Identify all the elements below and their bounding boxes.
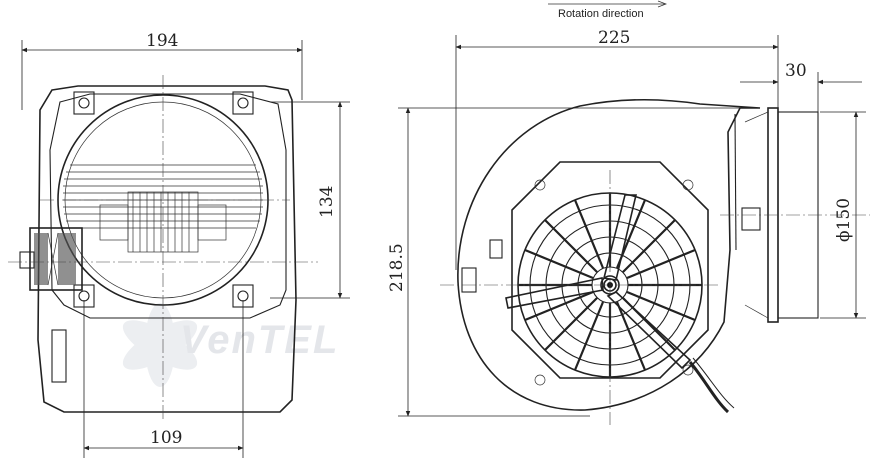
side-lug-right bbox=[741, 207, 761, 231]
front-housing-outline bbox=[37, 85, 297, 413]
front-side-slot bbox=[51, 329, 67, 383]
watermark-text: VenTEL bbox=[180, 318, 339, 362]
screw-hole-top-left bbox=[78, 97, 90, 109]
side-scroll-housing bbox=[457, 98, 761, 411]
front-view bbox=[8, 75, 318, 420]
watermark-logo: VenTEL bbox=[122, 303, 339, 387]
corner-boss-top-left bbox=[73, 91, 95, 115]
screw-hole-bottom-right bbox=[237, 290, 249, 302]
screw-hole-top-right bbox=[237, 97, 249, 109]
side-screw-3 bbox=[534, 374, 546, 386]
corner-boss-top-right bbox=[232, 91, 254, 115]
side-view bbox=[440, 98, 870, 425]
side-lug-left bbox=[461, 267, 477, 293]
dim-front-height: 134 bbox=[317, 186, 337, 218]
dim-side-height: 218.5 bbox=[387, 243, 407, 292]
arrow-right-head bbox=[657, 0, 667, 8]
front-cable-gland bbox=[19, 227, 83, 291]
dim-outlet-length: 30 bbox=[785, 61, 807, 81]
side-housing-inner-edge bbox=[734, 113, 737, 251]
front-dimensions: 194 134 109 bbox=[21, 31, 350, 458]
side-lug-small bbox=[489, 239, 503, 259]
watermark-fan-icon bbox=[122, 303, 198, 387]
side-motor-plate bbox=[511, 161, 709, 379]
rotation-direction-label: Rotation direction bbox=[558, 8, 644, 20]
screw-hole-bottom-left bbox=[78, 290, 90, 302]
side-cable bbox=[688, 361, 730, 414]
rotation-note: Rotation direction bbox=[548, 0, 667, 20]
dim-front-width: 194 bbox=[146, 31, 178, 51]
side-screw-4 bbox=[682, 364, 694, 376]
side-motor-bracket bbox=[505, 194, 692, 370]
side-screw-1 bbox=[534, 179, 546, 191]
dim-front-bottom-width: 109 bbox=[150, 428, 182, 448]
side-screw-2 bbox=[682, 179, 694, 191]
dim-outlet-diameter: ϕ150 bbox=[834, 198, 854, 242]
dim-side-width: 225 bbox=[598, 28, 630, 48]
side-dimensions: 225 30 ϕ150 218.5 bbox=[387, 28, 866, 417]
